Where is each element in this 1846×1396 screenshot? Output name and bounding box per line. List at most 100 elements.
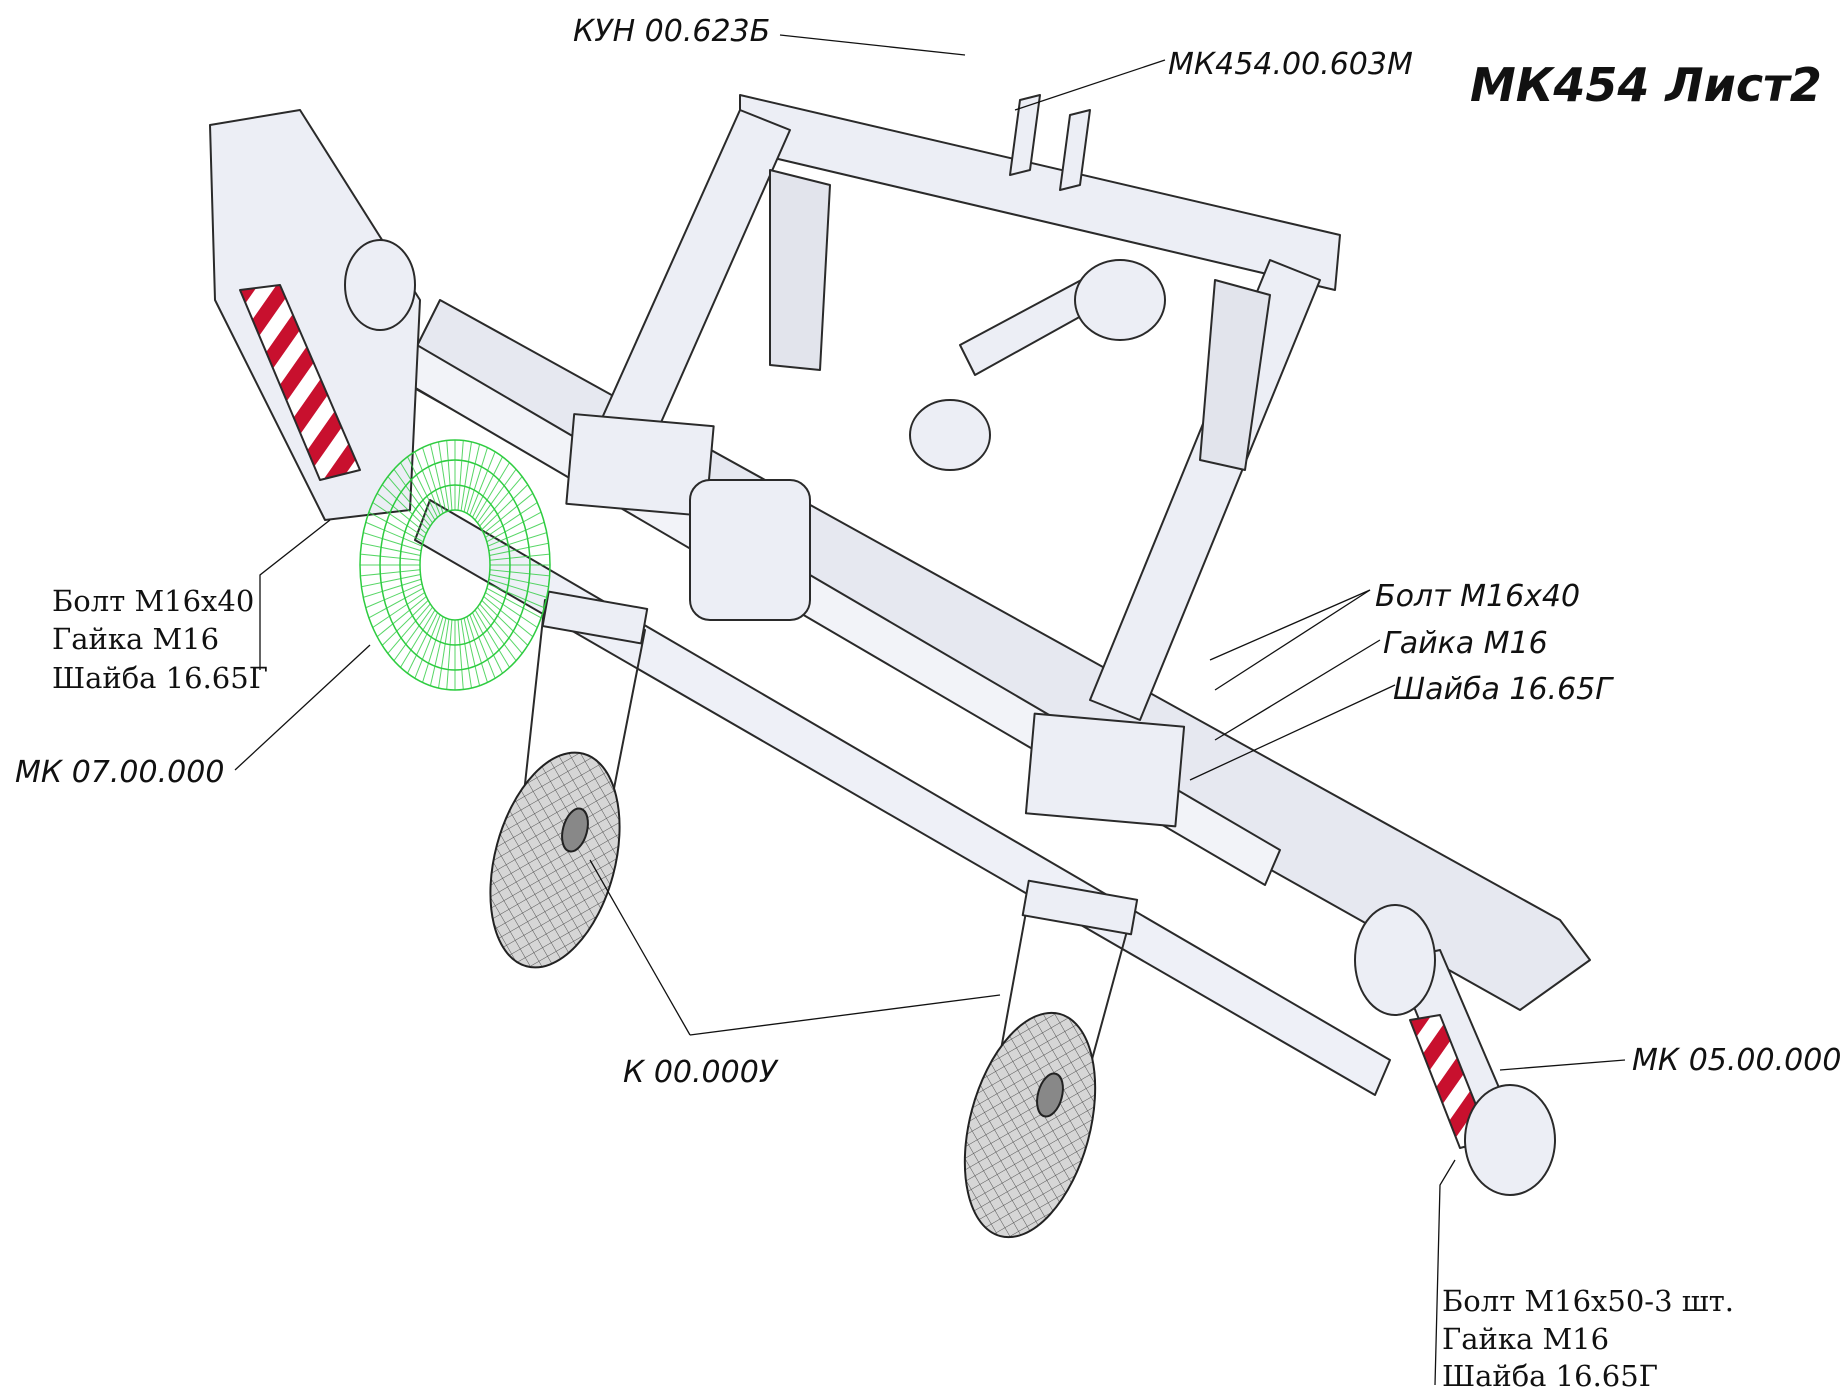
brush-bristle: [489, 542, 549, 556]
brush-bristle: [360, 569, 421, 577]
hitch-left-leg: [589, 109, 791, 471]
bracket-left: [565, 413, 715, 517]
label-kun: КУН 00.623Б: [573, 14, 771, 49]
brush-bristle: [422, 616, 444, 683]
brush-bristle: [387, 603, 431, 654]
brush-bristle: [365, 521, 423, 547]
right-group-bolt: Болт М16х40: [1375, 579, 1581, 614]
brush-bristle: [414, 451, 441, 516]
leader-k00-b: [689, 994, 1001, 1036]
left-flange: [344, 239, 416, 331]
sheet-title: МК454 Лист2: [1470, 58, 1822, 112]
left-wheel-hub: [561, 807, 589, 853]
brush-bristle: [481, 599, 529, 646]
label-bottom-group: Болт М16х50-3 шт. Гайка М16 Шайба 16.65Г: [1442, 1283, 1734, 1396]
brush-bristle: [466, 616, 488, 683]
brush-bristle: [474, 609, 510, 668]
brush-bristle: [381, 599, 429, 646]
brush-bristle: [376, 596, 427, 638]
brush-bristle: [474, 462, 510, 521]
brush-bristle: [486, 587, 542, 619]
brush-bristle: [372, 502, 425, 538]
brush-bristle: [361, 542, 421, 556]
brush-bristle: [485, 592, 538, 628]
right-group-washer: Шайба 16.65Г: [1393, 672, 1612, 707]
brush-bristle: [363, 578, 422, 598]
brush-bristle: [368, 587, 424, 619]
brush-bristle: [429, 618, 447, 686]
label-left-group: Болт М16х40 Гайка М16 Шайба 16.65Г: [52, 582, 268, 697]
brush-bristle: [372, 592, 425, 628]
pto-yoke-front: [909, 399, 991, 471]
leader-right-group-3: [1214, 639, 1381, 741]
brush-bristle: [463, 444, 481, 512]
hitch-pin-lug-1: [1009, 94, 1041, 176]
brush-bristle: [488, 532, 547, 552]
leader-mk454-603: [1014, 59, 1166, 111]
brush-bristle: [460, 619, 472, 689]
brush-bristle: [485, 502, 538, 538]
hitch-left-post: [769, 169, 831, 371]
brush-bristle: [489, 569, 550, 577]
leader-mk07: [234, 644, 371, 771]
left-group-nut: Гайка М16: [52, 622, 220, 657]
brush-bristle: [429, 444, 447, 512]
brush-bristles: [360, 440, 550, 690]
leader-k00: [589, 859, 691, 1036]
coupling-center: [689, 479, 811, 621]
brush-bristle: [457, 619, 464, 690]
brush-bristle: [363, 532, 422, 552]
brush-bristle: [489, 553, 550, 561]
leader-right-group-1: [1209, 589, 1371, 661]
brush-bristle: [438, 619, 450, 689]
brush-bristle: [469, 451, 496, 516]
label-right-group: Болт М16х40 Гайка М16 Шайба 16.65Г: [1375, 574, 1612, 714]
brush-bristle: [477, 468, 517, 524]
brush-bristle: [393, 468, 433, 524]
right-fork-top: [1021, 879, 1139, 936]
label-k00: К 00.000У: [623, 1055, 778, 1090]
brush-bristle: [457, 440, 464, 511]
brush-bristle: [446, 440, 453, 511]
right-flange-upper: [1354, 904, 1436, 1016]
right-wheel-hub: [1036, 1072, 1064, 1118]
hitch-right-post: [1199, 279, 1271, 471]
brush-bristle: [489, 574, 549, 588]
hitch-pin-lug-2: [1059, 109, 1091, 191]
left-group-bolt: Болт М16х40: [52, 584, 255, 618]
left-gearbox: [209, 109, 421, 521]
brush-bristle: [472, 456, 503, 518]
leader-right-group-4: [1189, 684, 1396, 781]
brush-bristle: [407, 612, 438, 674]
brush-bristle: [481, 484, 529, 531]
brush-bristle: [422, 447, 444, 514]
brush-bristle: [487, 583, 545, 609]
brush-bristle: [365, 583, 423, 609]
brush-bristle: [463, 618, 481, 686]
bottom-group-bolt: Болт М16х50-3 шт.: [1442, 1284, 1734, 1318]
leader-left-group: [259, 519, 331, 670]
leader-mk05: [1499, 1059, 1626, 1071]
brush-bristle: [438, 441, 450, 511]
leader-kun: [779, 34, 966, 56]
brush-bristle: [486, 511, 542, 543]
pto-yoke-rear: [1074, 259, 1166, 341]
left-group-washer: Шайба 16.65Г: [52, 660, 268, 695]
bracket-right: [1024, 712, 1186, 828]
brush-bristle: [407, 456, 438, 518]
label-mk07: МК 07.00.000: [15, 755, 225, 790]
hitch-right-leg: [1089, 259, 1321, 721]
left-wheel: [489, 751, 621, 969]
brush-bristle: [361, 574, 421, 588]
brush-bristle: [487, 521, 545, 547]
brush-bristle: [483, 596, 534, 638]
brush-bristle: [466, 447, 488, 514]
bottom-group-washer: Шайба 16.65Г: [1442, 1359, 1658, 1394]
bottom-group-nut: Гайка М16: [1442, 1321, 1610, 1356]
brush-bristle: [472, 612, 503, 674]
brush-bristle: [469, 614, 496, 679]
right-wheel: [963, 1011, 1097, 1239]
brush-bristle: [483, 492, 534, 534]
brush-bristle: [446, 619, 453, 690]
